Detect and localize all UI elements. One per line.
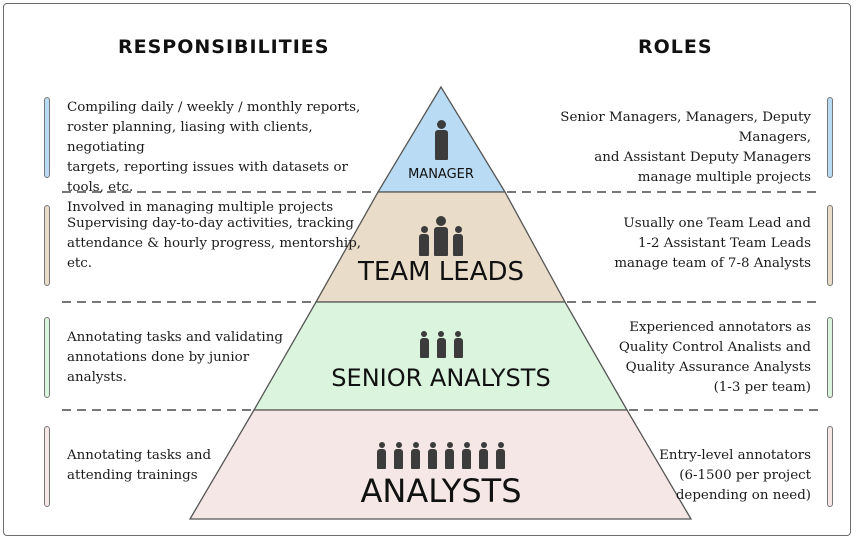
tier-senior-analysts-left-marker [44, 317, 50, 398]
person-icon [453, 331, 463, 358]
tier-team-leads-left-marker [44, 205, 50, 286]
person-icon [419, 331, 429, 358]
tier-team-leads-responsibilities: Supervising day-to-day activities, track… [67, 216, 362, 271]
person-icon [453, 226, 463, 256]
person-icon [419, 226, 429, 256]
person-icon [428, 442, 437, 469]
tier-team-leads-roles: Usually one Team Lead and 1-2 Assistant … [614, 216, 811, 271]
tier-analysts-responsibilities: Annotating tasks and attending trainings [67, 448, 212, 483]
tier-analysts-roles: Entry-level annotators (6-1500 per proje… [659, 448, 811, 503]
person-icon [479, 442, 488, 469]
tier-analysts-right-marker [827, 426, 833, 507]
tier-analysts-label: ANALYSTS [360, 472, 522, 510]
tier-team-leads-right-marker [827, 205, 833, 286]
tier-analysts-shape [188, 409, 693, 520]
responsibilities-header: RESPONSIBILITIES [118, 36, 330, 58]
tier-manager-label: MANAGER [408, 167, 474, 182]
person-icon [434, 216, 448, 256]
tier-manager-roles: Senior Managers, Managers, Deputy Manage… [560, 110, 811, 185]
tier-senior-analysts-responsibilities: Annotating tasks and validating annotati… [67, 330, 283, 385]
tier-analysts-left-marker [44, 426, 50, 507]
person-icon [434, 120, 448, 160]
person-icon [394, 442, 403, 469]
tier-senior-analysts-label: SENIOR ANALYSTS [331, 364, 551, 392]
person-icon [411, 442, 420, 469]
tier-team-leads-label: TEAM LEADS [357, 257, 525, 287]
tier-manager-left-marker [44, 97, 50, 178]
tier-manager-right-marker [827, 97, 833, 178]
person-icon [462, 442, 471, 469]
person-icon [436, 331, 446, 358]
roles-header: ROLES [638, 36, 713, 58]
tier-team-leads-people [391, 214, 491, 256]
tier-analysts-people [361, 439, 521, 469]
tier-manager-responsibilities: Compiling daily / weekly / monthly repor… [67, 100, 361, 215]
tier-senior-analysts-roles: Experienced annotators as Quality Contro… [618, 320, 811, 395]
person-icon [377, 442, 386, 469]
tier-manager-people [391, 118, 491, 160]
tier-senior-analysts-right-marker [827, 317, 833, 398]
tier-senior-analysts-people [391, 328, 491, 358]
person-icon [496, 442, 505, 469]
person-icon [445, 442, 454, 469]
